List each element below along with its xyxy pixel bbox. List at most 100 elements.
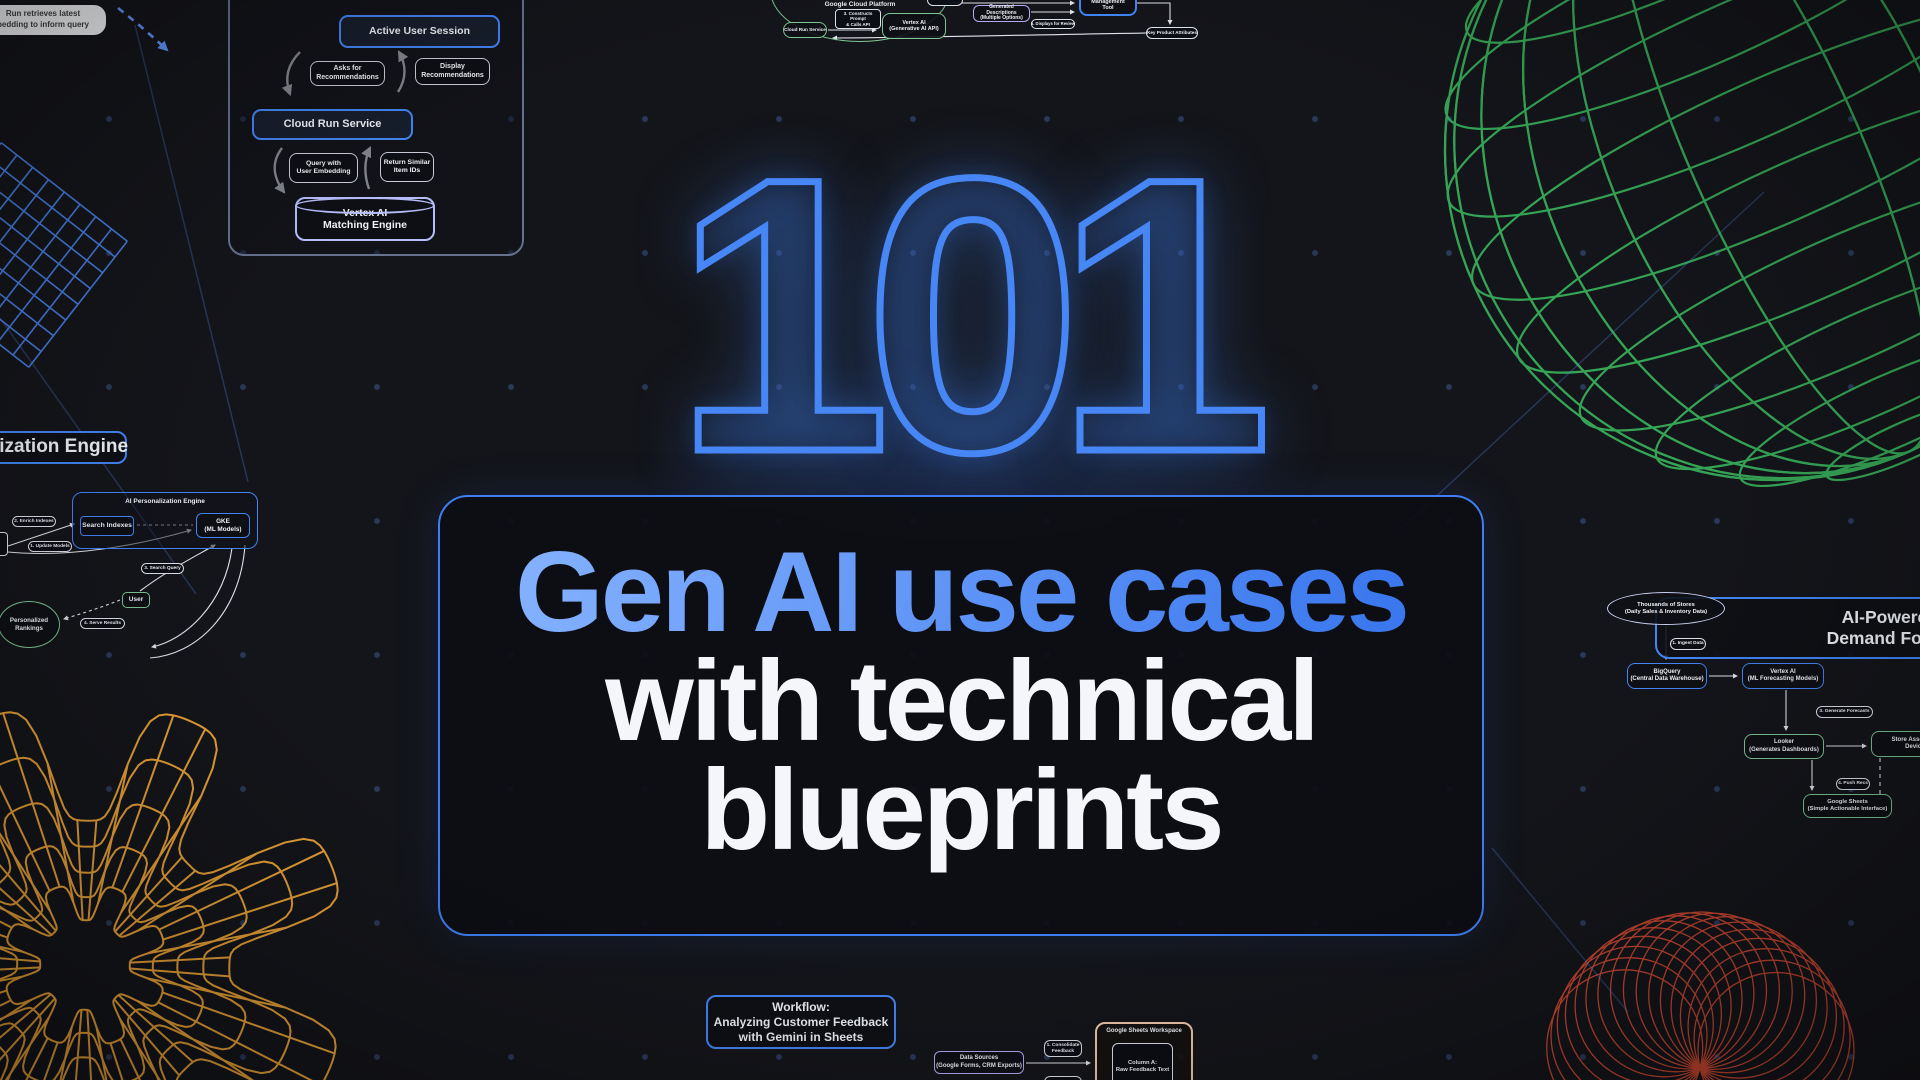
recs-active-label: Active User Session: [369, 25, 470, 38]
forecast-sheets-node: Google Sheets (Simple Actionable Interfa…: [1803, 794, 1892, 818]
forecast-ingest-pill: 1. Ingest Data: [1670, 638, 1706, 650]
pers-query-label: 3. Search Query: [144, 565, 181, 571]
feedback-workflow-line2: Analyzing Customer Feedback: [713, 1014, 889, 1029]
forecast-genfc-label: 3. Generate Forecasts: [1819, 709, 1870, 715]
descgen-pm-line1: Product Management: [1091, 0, 1125, 5]
feedback-consolidate-line2: Feedback: [1051, 1048, 1075, 1054]
forecast-stores-line1: Thousands of Stores: [1637, 601, 1695, 608]
forecast-devices-line1: Store Associates': [1891, 736, 1920, 743]
pers-update-label: 1. Update Models: [30, 543, 70, 549]
recs-vertex-matching-node: Vertex AI Matching Engine: [295, 197, 435, 241]
cylinder-top-icon: [295, 197, 435, 214]
green-sphere-icon: [1443, 0, 1920, 488]
pers-gke-line2: (ML Models): [204, 525, 242, 533]
recs-display-node: Display Recommendations: [415, 58, 490, 85]
recs-display-line2: Recommendations: [421, 71, 484, 79]
descgen-review-label: 5. Displays for Review: [1030, 20, 1076, 26]
descgen-vertex-line2: (Generative AI API): [889, 26, 939, 32]
descgen-cloud-run-node: Cloud Run Service: [783, 22, 827, 38]
pers-rankings-line1: Personalized: [9, 617, 49, 625]
descgen-gcp-label: Google Cloud Platform: [800, 0, 920, 11]
descgen-generated-node: Generated Descriptions (Multiple Options…: [973, 3, 1030, 22]
forecast-sheets-line1: Google Sheets: [1827, 799, 1868, 806]
forecast-looker-node: Looker (Generates Dashboards): [1744, 734, 1824, 759]
descgen-key-attrs-label: Key Product Attributes: [1147, 30, 1197, 36]
forecast-push-label: 4. Push Recs: [1838, 781, 1868, 787]
descgen-cloud-run-label: Cloud Run Service: [784, 27, 826, 33]
pers-search-indexes-node: Search Indexes: [80, 516, 134, 536]
recs-active-user-session-node: Active User Session: [339, 15, 500, 48]
pers-frame-title: AI Personalization Engine: [125, 498, 205, 505]
recs-vertex-line2: Matching Engine: [323, 219, 407, 231]
forecast-title-line1: AI-Powered In: [1841, 606, 1920, 627]
recs-query-line1: Query with: [305, 159, 342, 167]
yellow-gear-icon: [0, 711, 339, 1080]
forecast-looker-line1: Looker: [1773, 739, 1794, 746]
pers-serve-label: 4. Serve Results: [83, 620, 122, 626]
hero-number: 101: [670, 97, 1276, 533]
forecast-vertex-node: Vertex AI (ML Forecasting Models): [1742, 663, 1824, 689]
feedback-sources-line2: (Google Forms, CRM Exports): [936, 1062, 1022, 1069]
recs-cloud-run-node: Cloud Run Service: [252, 109, 413, 140]
feedback-consolidate-line1: 1. Consolidate: [1046, 1042, 1080, 1048]
tooltip-line2: bedding to inform query: [0, 20, 89, 29]
recs-return-node: Return Similar Item IDs: [380, 152, 434, 182]
descgen-pm-line2: Tool: [1102, 5, 1114, 12]
headline-line3: blueprints: [700, 747, 1224, 874]
pers-cut-node: [0, 532, 8, 556]
pers-gke-line1: GKE: [216, 517, 230, 525]
descgen-vertex-line1: Vertex AI: [902, 19, 926, 26]
descgen-cut-pill: [927, 0, 963, 6]
forecast-bigquery-node: BigQuery (Central Data Warehouse): [1627, 663, 1707, 689]
forecast-sheets-line2: (Simple Actionable Interface): [1807, 806, 1888, 812]
pers-gke-node: GKE (ML Models): [196, 513, 250, 538]
pers-query-pill: 3. Search Query: [141, 563, 184, 574]
descgen-construct-line1: 3. Constructs Prompt: [843, 11, 873, 22]
feedback-sources-line1: Data Sources: [959, 1055, 999, 1062]
red-slinky-icon: [1546, 911, 1855, 1080]
feedback-column-a-line2: Raw Feedback Text: [1115, 1066, 1170, 1073]
pers-big-label-text: Personalization Engine: [0, 436, 129, 458]
pers-rankings-line2: Rankings: [15, 624, 43, 632]
pers-search-label: Search Indexes: [82, 521, 132, 529]
pers-update-pill: 1. Update Models: [28, 541, 72, 552]
forecast-ingest-label: 1. Ingest Data: [1672, 641, 1704, 647]
feedback-workflow-box: Workflow: Analyzing Customer Feedback wi…: [706, 995, 896, 1049]
feedback-consolidate-pill: 1. Consolidate Feedback: [1044, 1040, 1082, 1057]
descgen-construct-pill: 3. Constructs Prompt & Calls API: [835, 9, 881, 29]
forecast-stores-line2: (Daily Sales & Inventory Data): [1624, 608, 1708, 615]
forecast-stores-node: Thousands of Stores (Daily Sales & Inven…: [1607, 592, 1725, 625]
pers-enrich-pill: 2. Enrich Indexes: [12, 516, 56, 527]
forecast-bigquery-line1: BigQuery: [1653, 668, 1681, 675]
feedback-workspace-title: Google Sheets Workspace: [1106, 1028, 1182, 1034]
pers-user-label: User: [128, 596, 144, 604]
recs-asks-line2: Recommendations: [316, 73, 379, 81]
forecast-vertex-line2: (ML Forecasting Models): [1747, 676, 1819, 682]
pers-big-label: Personalization Engine: [0, 431, 129, 464]
forecast-bigquery-line2: (Central Data Warehouse): [1630, 676, 1704, 682]
descgen-construct-line2: & Calls API: [846, 21, 870, 27]
descgen-key-attrs-pill: Key Product Attributes: [1146, 27, 1198, 39]
descgen-generated-line1: Generated Descriptions: [986, 3, 1017, 16]
feedback-column-a-line1: Column A:: [1127, 1060, 1158, 1066]
embedding-tooltip: Run retrieves latest bedding to inform q…: [0, 5, 106, 35]
headline-line2: with technical: [605, 638, 1320, 765]
recs-asks-node: Asks for Recommendations: [310, 61, 385, 86]
pers-rankings-node: Personalized Rankings: [0, 601, 60, 648]
feedback-sources-node: Data Sources (Google Forms, CRM Exports): [934, 1051, 1024, 1074]
hero-headline: Gen AI use cases with technical blueprin…: [438, 536, 1484, 874]
recs-cloud-run-label: Cloud Run Service: [283, 118, 382, 131]
descgen-review-pill: 5. Displays for Review: [1031, 19, 1075, 29]
blue-grid-icon: [0, 142, 128, 368]
descgen-pm-tool-node: Product Management Tool: [1079, 0, 1137, 16]
recs-display-line1: Display: [440, 63, 465, 71]
forecast-devices-node: Store Associates' Devices: [1871, 731, 1920, 757]
recs-query-line2: User Embedding: [296, 168, 351, 175]
feedback-workflow-line3: with Gemini in Sheets: [738, 1029, 864, 1044]
recs-asks-line1: Asks for: [333, 65, 362, 73]
descgen-gcp-text: Google Cloud Platform: [824, 1, 896, 9]
pers-serve-pill: 4. Serve Results: [80, 618, 125, 629]
forecast-genfc-pill: 3. Generate Forecasts: [1816, 706, 1873, 718]
